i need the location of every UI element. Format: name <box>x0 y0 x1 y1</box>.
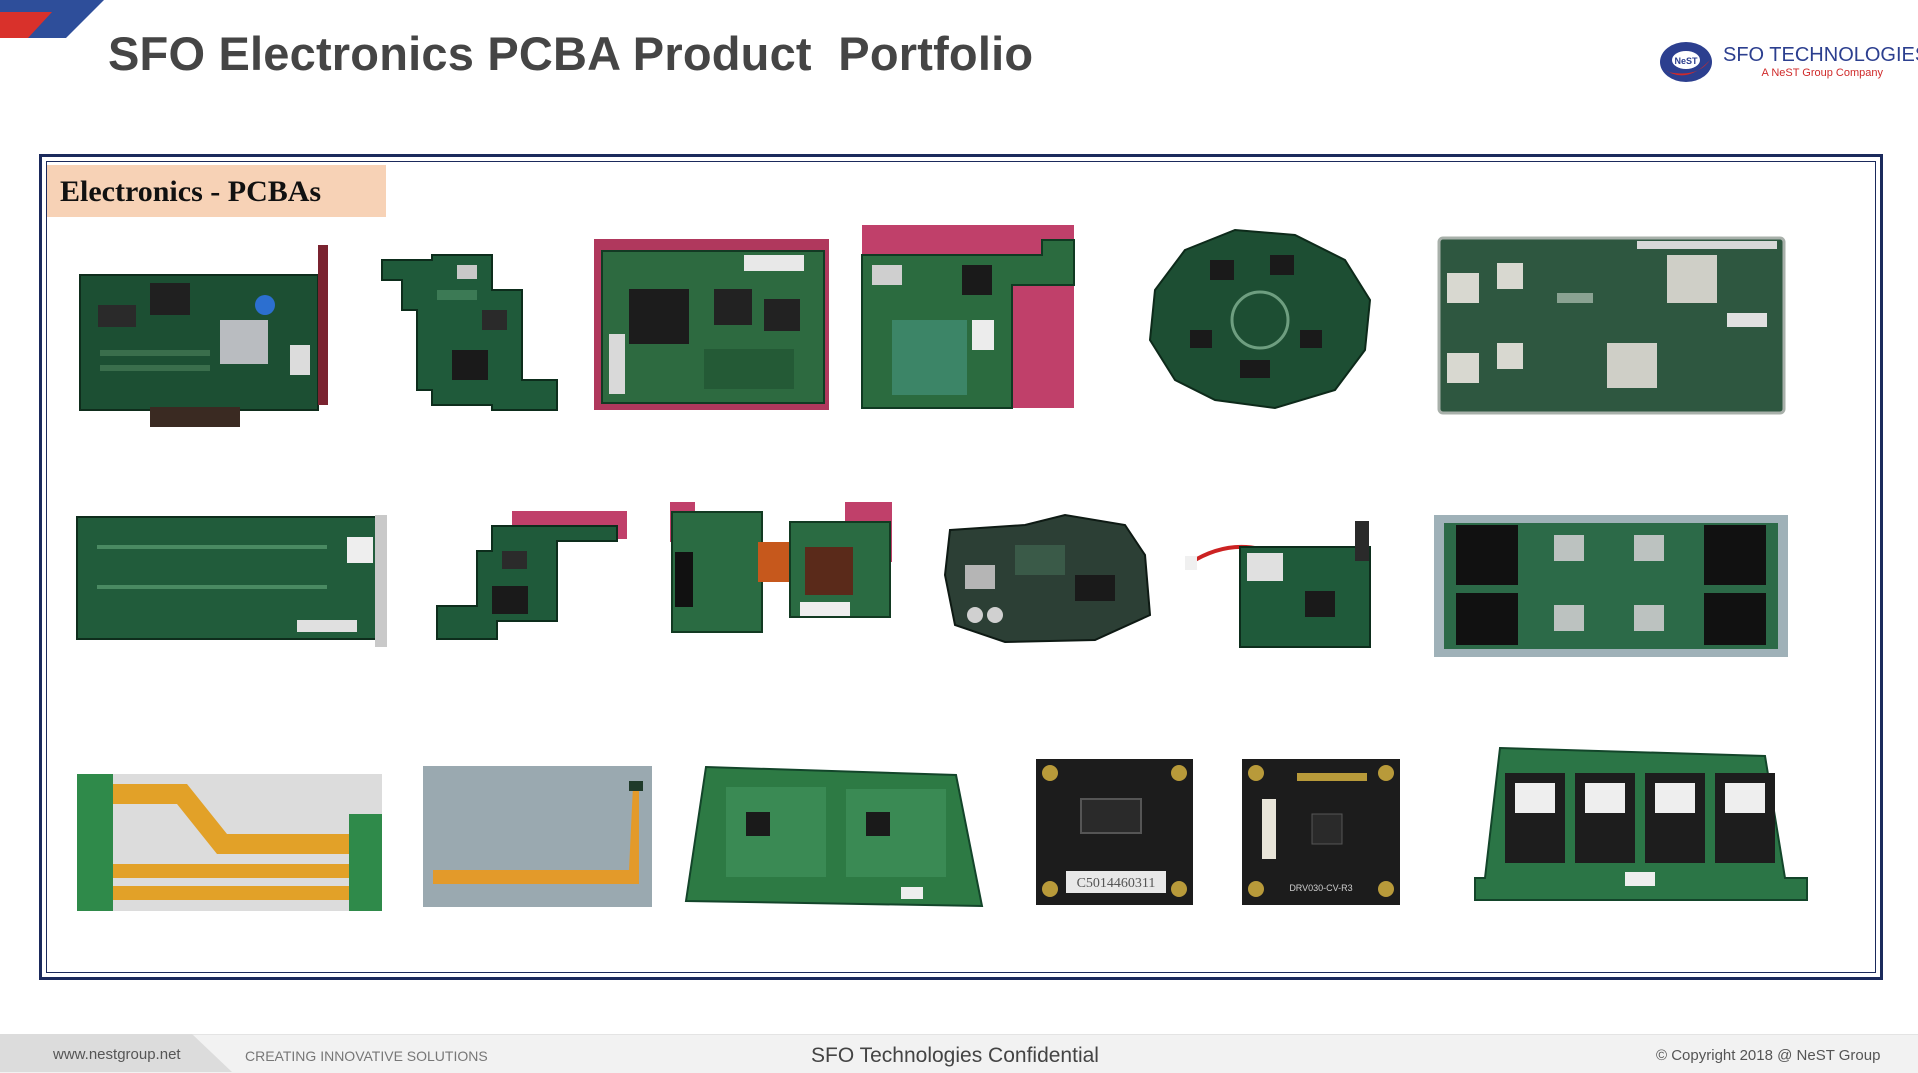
sensor-label-a: C5014460311 <box>1077 876 1156 891</box>
flex-cable-photo <box>423 766 652 907</box>
pcb-photo <box>594 239 829 410</box>
pcb-photo <box>684 765 984 908</box>
pcb-photo <box>1474 746 1808 901</box>
flex-cable-photo <box>77 774 382 911</box>
footer-tab-decoration <box>0 1034 232 1072</box>
logo-mark-text: NeST <box>1674 56 1698 66</box>
pcb-photo <box>861 225 1075 409</box>
page-title: SFO Electronics PCBA Product Portfolio <box>108 27 1034 80</box>
content-frame <box>39 154 1883 980</box>
footer-copyright: © Copyright 2018 @ NeST Group <box>1656 1047 1881 1064</box>
section-label: Electronics - PCBAs <box>47 165 386 217</box>
pcb-photo <box>372 250 560 417</box>
footer-website-link[interactable]: www.nestgroup.net <box>53 1046 181 1063</box>
pcb-photo <box>1145 228 1375 410</box>
logo-tagline: A NeST Group Company <box>1761 67 1883 79</box>
footer-tagline: CREATING INNOVATIVE SOLUTIONS <box>245 1048 488 1064</box>
company-logo: NeST SFO TECHNOLOGIES A NeST Group Compa… <box>1655 38 1918 88</box>
nest-logo-icon: NeST <box>1660 42 1712 82</box>
corner-stripe-decoration <box>0 0 104 38</box>
pcb-photo <box>1434 515 1788 657</box>
pcb-photo <box>76 515 389 647</box>
sensor-module-photo: C5014460311 <box>1036 759 1193 905</box>
sensor-module-photo: DRV030-CV-R3 <box>1242 759 1400 905</box>
footer-bar <box>0 1034 1918 1073</box>
pcb-photo <box>1437 233 1787 416</box>
pcb-photo <box>79 245 338 430</box>
pcb-photo <box>670 502 892 634</box>
logo-name: SFO TECHNOLOGIES <box>1723 44 1918 66</box>
pcb-photo <box>436 511 627 640</box>
section-label-text: Electronics - PCBAs <box>60 175 322 208</box>
sensor-label-b: DRV030-CV-R3 <box>1289 883 1352 893</box>
footer-confidential: SFO Technologies Confidential <box>811 1044 1099 1067</box>
pcb-photo <box>1185 521 1390 651</box>
pcb-photo <box>943 513 1152 644</box>
